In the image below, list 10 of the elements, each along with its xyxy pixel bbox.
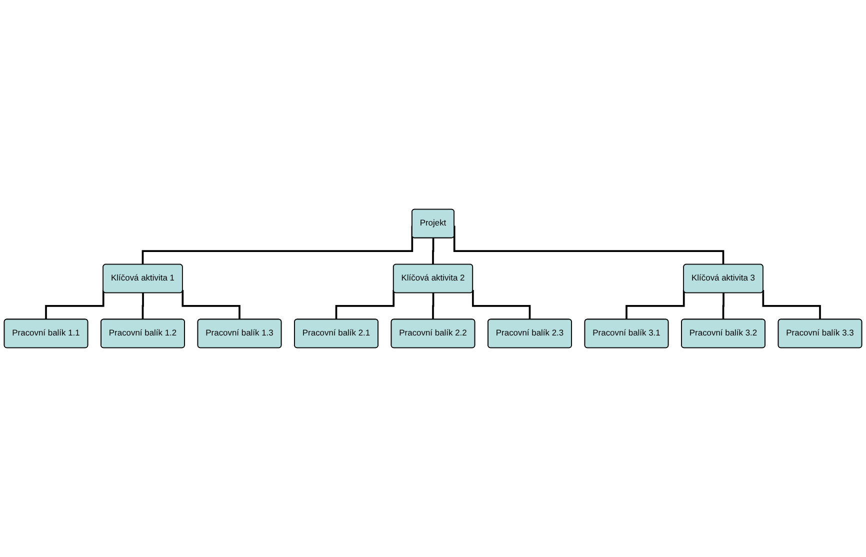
connector	[762, 290, 822, 320]
connector	[45, 290, 104, 320]
connector	[142, 293, 144, 320]
connector	[182, 290, 241, 320]
connector	[722, 293, 724, 320]
connector	[335, 290, 395, 320]
connector	[626, 290, 685, 320]
connector	[472, 290, 531, 320]
connector	[432, 293, 434, 320]
connector	[432, 238, 434, 266]
